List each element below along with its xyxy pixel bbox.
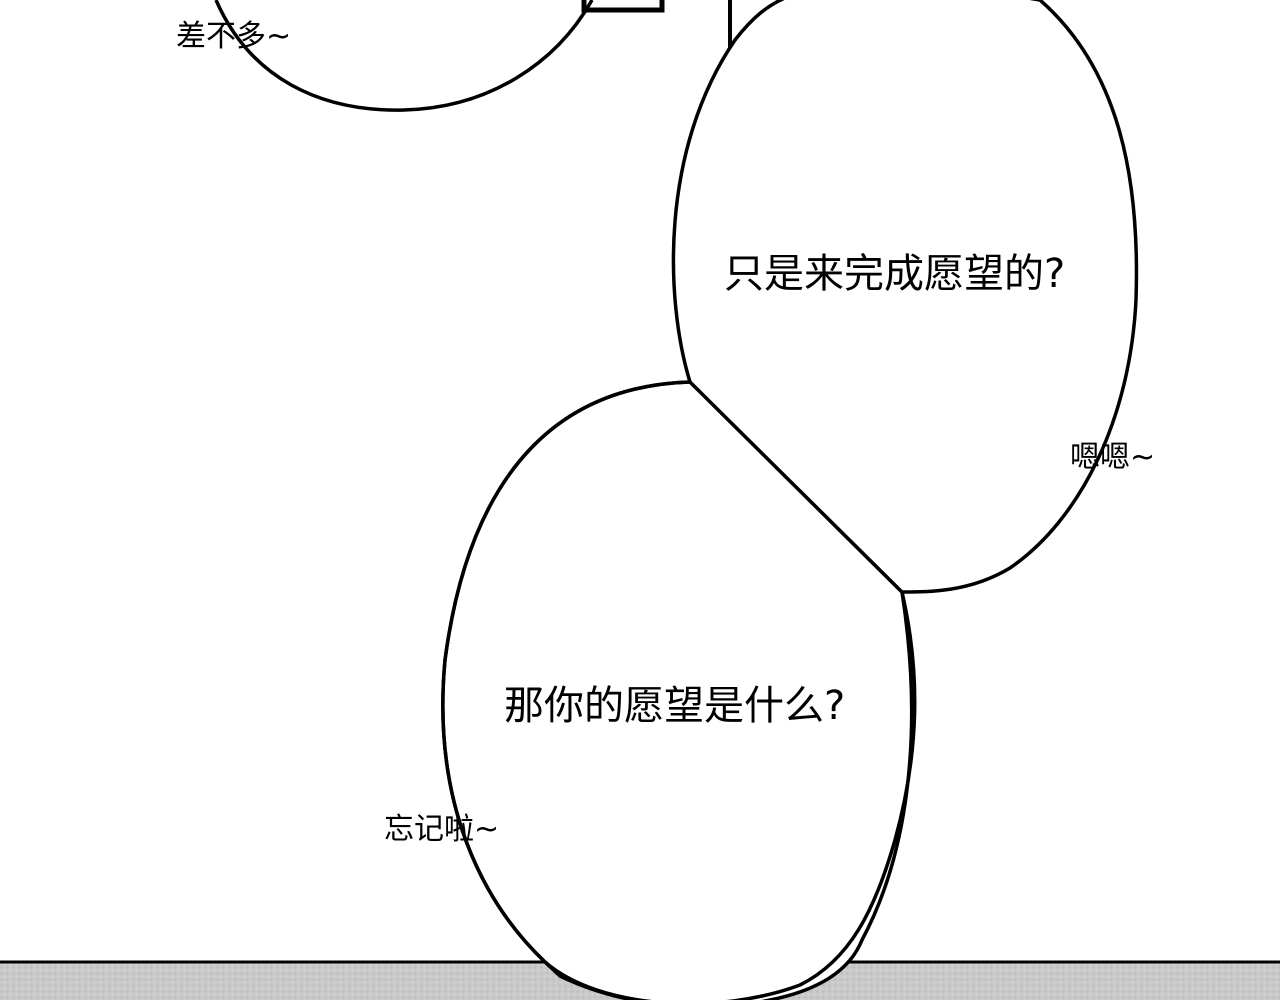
aside-text-left: 忘记啦~	[384, 812, 500, 847]
speech-bubble-top-left	[214, 0, 594, 112]
bubble-text-upper: 只是来完成愿望的?	[724, 251, 1066, 297]
speech-bubble-upper	[671, 0, 1139, 594]
bubble-text-lower: 那你的愿望是什么?	[504, 683, 846, 729]
panel-frame-fragment	[581, 0, 665, 13]
aside-text-right: 嗯嗯~	[1070, 440, 1156, 475]
aside-text-top: 差不多~	[176, 19, 292, 54]
speech-bubble-lower-outline	[441, 380, 917, 1000]
